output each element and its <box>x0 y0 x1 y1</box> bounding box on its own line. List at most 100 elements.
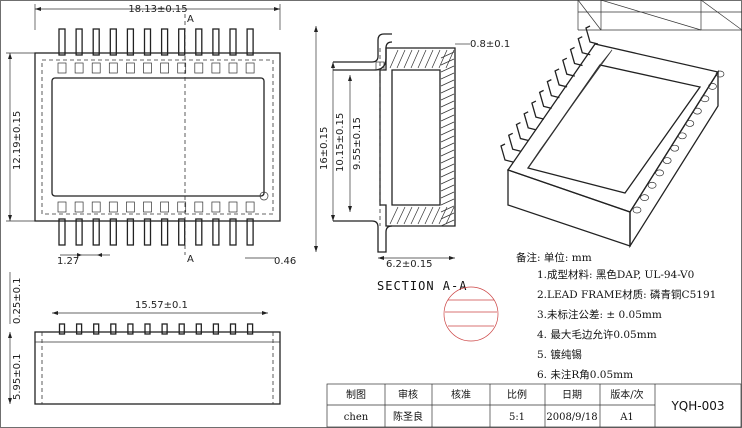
top-pin <box>246 218 254 246</box>
top-view-slots <box>57 62 255 213</box>
iso-pin <box>662 157 672 164</box>
revision-table <box>577 0 742 31</box>
note-item: 3.未标注公差: ± 0.05mm <box>537 308 662 321</box>
tb-value-drawn: chen <box>344 412 369 423</box>
iso-pin <box>632 206 642 214</box>
iso-pin <box>708 83 717 90</box>
hatch-line <box>424 49 434 69</box>
hatch-line <box>440 58 455 66</box>
top-pin <box>143 28 152 56</box>
iso-cavity <box>526 64 702 194</box>
front-view-pins <box>58 323 254 335</box>
tb-header-version: 版本/次 <box>610 388 643 401</box>
hatch-line <box>438 206 448 225</box>
hatch-line <box>438 49 448 69</box>
iso-pin <box>562 57 575 77</box>
top-slot <box>126 201 135 213</box>
notes: 备注: 单位: mm 1.成型材料: 黑色DAP, UL-94-V0 2.LEA… <box>516 251 716 381</box>
section-label: SECTION A-A <box>377 279 467 293</box>
hatch-line <box>440 107 455 115</box>
front-view <box>34 323 281 405</box>
iso-pin <box>515 121 529 142</box>
hatch-line <box>440 86 455 94</box>
top-pin <box>75 218 83 246</box>
top-slot <box>211 201 221 213</box>
hatch-line <box>445 206 455 225</box>
top-pin <box>195 218 203 246</box>
hatch-line <box>440 142 455 150</box>
hatch-line <box>440 219 455 227</box>
top-slot <box>57 62 67 74</box>
tb-part-number: YQH-003 <box>670 399 724 413</box>
hatch-line <box>440 156 455 164</box>
front-pin <box>110 323 117 335</box>
tb-header-scale: 比例 <box>507 388 527 401</box>
dim-side-width: 6.2±0.15 <box>386 259 433 270</box>
top-pin <box>143 218 152 246</box>
side-view-dimensions: 16±0.15 10.15±0.15 9.55±0.15 0.8±0.1 6.2… <box>314 26 510 270</box>
tb-header-drawn: 制图 <box>346 388 366 401</box>
hatch-line <box>440 149 455 157</box>
top-pin <box>178 28 186 56</box>
top-slot <box>228 62 238 74</box>
hatch-line <box>440 121 455 129</box>
top-pin <box>126 28 135 56</box>
hatch-line <box>440 65 455 73</box>
top-pin <box>212 218 220 246</box>
top-slot <box>74 62 84 74</box>
front-view-body <box>34 331 281 405</box>
top-pin <box>160 218 169 246</box>
side-view <box>333 33 456 253</box>
top-pin <box>109 218 117 246</box>
hatch-line <box>440 79 455 87</box>
front-pin <box>93 323 100 335</box>
dim-side-inner: 9.55±0.15 <box>352 117 363 170</box>
top-pin <box>126 218 135 246</box>
top-view-upper-pins <box>58 28 254 56</box>
title-block: 制图 审核 核准 比例 日期 版本/次 chen 陈圣良 5:1 2008/9/… <box>326 383 742 428</box>
dim-front-width: 15.57±0.1 <box>135 300 188 311</box>
side-view-hatching <box>389 49 455 227</box>
dim-top-width: 18.13±0.15 <box>128 4 187 15</box>
iso-pin <box>531 100 545 120</box>
iso-pin <box>670 144 680 152</box>
top-view-cavity <box>51 77 265 197</box>
iso-pin <box>507 132 521 152</box>
hatch-line <box>440 100 455 108</box>
pin1-mark <box>259 191 269 201</box>
hatch-line <box>403 49 413 69</box>
notes-header: 备注: 单位: mm <box>516 251 592 264</box>
hatch-line <box>440 184 455 192</box>
note-item: 1.成型材料: 黑色DAP, UL-94-V0 <box>537 268 694 281</box>
top-slot <box>91 62 101 74</box>
front-pin <box>58 323 66 335</box>
iso-side-face <box>629 69 719 249</box>
hatch-line <box>440 205 455 213</box>
front-pin <box>212 323 220 335</box>
front-pin <box>246 323 254 335</box>
hatch-line <box>440 72 455 80</box>
note-item: 4. 最大毛边允许0.05mm <box>537 328 657 341</box>
hatch-line <box>424 206 434 225</box>
note-item: 6. 未注R角0.05mm <box>537 368 633 381</box>
iso-pin <box>647 181 657 189</box>
top-pin <box>246 28 254 56</box>
hatch-line <box>396 206 406 225</box>
front-pin <box>144 323 151 335</box>
top-pin <box>58 28 66 56</box>
section-symbol <box>443 286 499 342</box>
dim-side-mid: 10.15±0.15 <box>335 113 346 172</box>
top-pin <box>109 28 117 56</box>
hatch-line <box>417 49 427 69</box>
top-view-inner-outline <box>41 59 274 215</box>
isometric-view <box>500 25 725 249</box>
iso-front-pins <box>632 70 725 214</box>
tb-value-checked: 陈圣良 <box>393 410 423 423</box>
hatch-line <box>445 49 455 69</box>
top-slot <box>160 201 169 213</box>
top-slot <box>143 201 152 213</box>
top-slot <box>194 201 204 213</box>
top-slot <box>57 201 67 213</box>
iso-top-face <box>506 43 720 213</box>
